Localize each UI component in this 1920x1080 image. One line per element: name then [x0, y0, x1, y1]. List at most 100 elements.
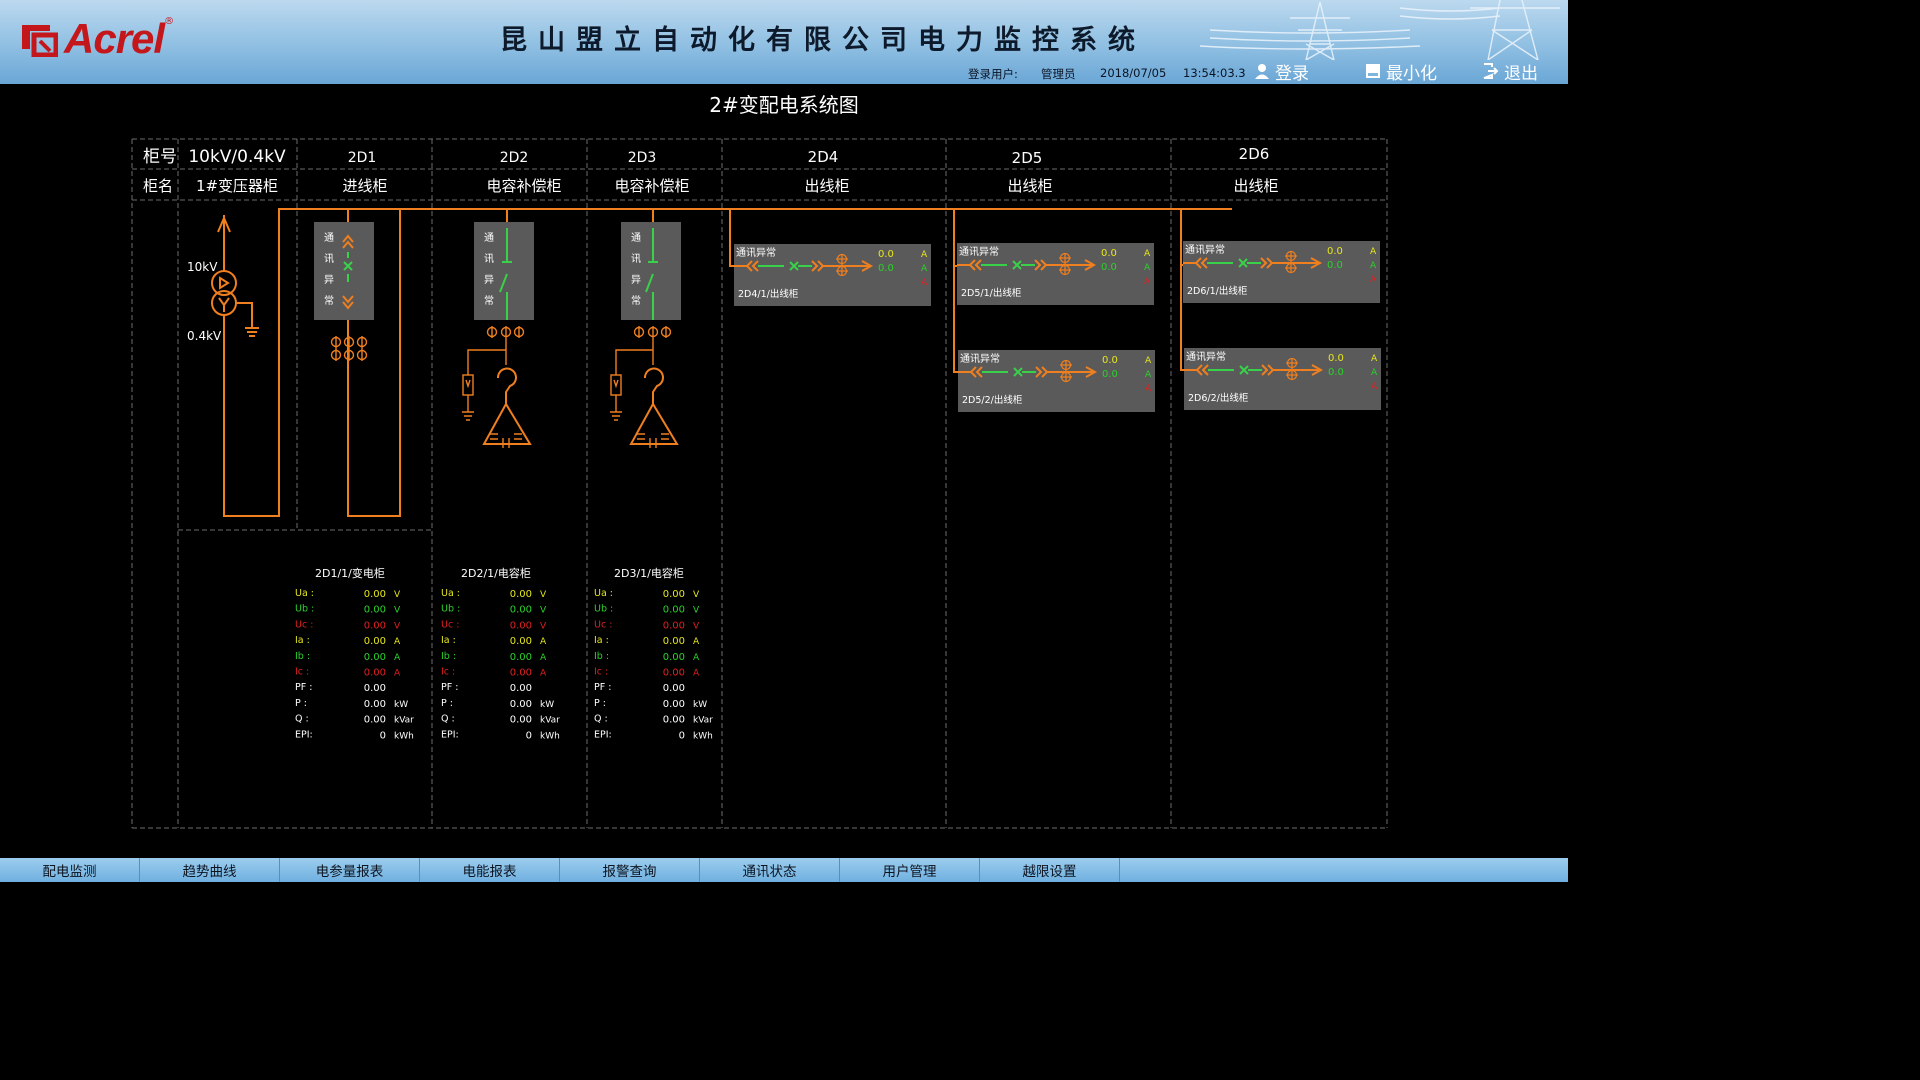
transformer-symbol [211, 208, 400, 517]
meter-param-value: 0.00 [364, 683, 386, 694]
meter-param-unit: A [693, 637, 700, 647]
meter-param-label: P : [441, 698, 453, 709]
cabinet-no-2d1: 2D1 [348, 150, 377, 166]
meter-param-unit: V [540, 621, 547, 631]
cabinet-no-2d2: 2D2 [500, 150, 529, 166]
nav-parameter-report[interactable]: 电参量报表 [280, 858, 420, 882]
nav-user-management[interactable]: 用户管理 [840, 858, 980, 882]
nav-comm-status[interactable]: 通讯状态 [700, 858, 840, 882]
nav-energy-report[interactable]: 电能报表 [420, 858, 560, 882]
comm-status-char: 通 [484, 232, 494, 244]
meter-param-value: 0.00 [364, 620, 386, 631]
meter-param-value: 0.00 [364, 715, 386, 726]
meter-param-label: PF : [441, 682, 458, 693]
feeder-comm-status: 通讯异常 [1186, 350, 1226, 363]
exit-icon [1483, 63, 1499, 79]
meter-param-unit: A [540, 637, 547, 647]
feeder-current-value: 0.0 [878, 263, 894, 274]
login-button-label: 登录 [1275, 63, 1309, 84]
feeder-current-unit: A [1370, 261, 1377, 271]
comm-status-char: 异 [484, 274, 494, 286]
comm-status-char: 讯 [324, 253, 334, 265]
minimize-button[interactable]: 最小化 [1365, 60, 1437, 84]
meter-param-label: Ib : [295, 651, 310, 662]
meter-param-label: PF : [295, 682, 312, 693]
meter-param-label: Ic : [594, 667, 608, 678]
ct-2d1-symbol [330, 336, 368, 361]
meter-param-label: Ia : [441, 635, 456, 646]
meter-param-value: 0.00 [364, 589, 386, 600]
feeder-current-unit: A [1144, 263, 1151, 273]
meter-param-unit: A [394, 653, 401, 663]
capacitor-2d3-symbol [610, 228, 679, 448]
nav-power-monitoring[interactable]: 配电监测 [0, 858, 140, 882]
meter-param-unit: kW [394, 700, 408, 710]
acrel-logo-mark [22, 25, 58, 57]
comm-status-char: 讯 [631, 253, 641, 265]
meter-param-unit: A [540, 653, 547, 663]
minimize-icon [1366, 64, 1380, 78]
feeder-current-unit: A [921, 278, 928, 288]
nav-trend-curve[interactable]: 趋势曲线 [140, 858, 280, 882]
feeder-current-value: 0.0 [1101, 248, 1117, 259]
meter-param-label: Ub : [594, 604, 613, 615]
device-2d2-panel[interactable] [474, 222, 534, 320]
diagram-title: 2#变配电系统图 [709, 93, 859, 117]
feeder-current-unit: A [1144, 277, 1151, 287]
comm-status-char: 通 [631, 232, 641, 244]
meter-param-label: Ib : [594, 651, 609, 662]
comm-status-char: 通 [324, 232, 334, 244]
row-label-cabinet-no: 柜号 [143, 147, 177, 167]
feeder-current-unit: A [1370, 275, 1377, 285]
device-2d3-panel[interactable] [621, 222, 681, 320]
meter-param-value: 0.00 [364, 636, 386, 647]
meter-param-unit: V [540, 606, 547, 616]
login-button[interactable]: 登录 [1254, 60, 1309, 84]
feeder-switch-symbol [958, 359, 1098, 383]
bottom-nav: 配电监测 趋势曲线 电参量报表 电能报表 报警查询 通讯状态 用户管理 越限设置 [0, 858, 1568, 882]
meter-param-value: 0.00 [663, 683, 685, 694]
meter-param-unit: V [693, 621, 700, 631]
cabinet-name-2d4: 出线柜 [804, 177, 849, 195]
meter-param-value: 0.00 [663, 668, 685, 679]
meter-param-value: 0.00 [663, 589, 685, 600]
feeder-current-unit: A [921, 264, 928, 274]
meter-param-value: 0.00 [364, 699, 386, 710]
meter-param-value: 0.00 [510, 668, 532, 679]
meter-param-label: Ua : [295, 588, 314, 599]
meter-param-unit: A [394, 637, 401, 647]
meter-param-label: P : [295, 698, 307, 709]
meter-param-unit: V [693, 606, 700, 616]
meter-param-value: 0.00 [510, 636, 532, 647]
feeder-current-unit: A [1371, 382, 1378, 392]
login-user-name: 管理员 [1041, 67, 1076, 81]
meter-param-label: P : [594, 698, 606, 709]
meter-param-value: 0.00 [663, 652, 685, 663]
meter-param-unit: kVar [693, 716, 713, 726]
feeder-current-value: 0.0 [1328, 353, 1344, 364]
capacitor-2d2-symbol [462, 228, 532, 448]
comm-status-char: 常 [324, 294, 334, 307]
meter-param-label: Q : [441, 714, 455, 725]
device-2d1-panel[interactable] [314, 222, 374, 320]
logo-registered-mark: ® [164, 16, 175, 27]
current-time: 13:54:03.3 [1183, 66, 1246, 80]
feeder-2d5-drop [953, 209, 958, 373]
feeder-current-unit: A [1370, 247, 1377, 257]
feeder-current-unit: A [1371, 354, 1378, 364]
exit-button[interactable]: 退出 [1482, 60, 1538, 84]
nav-alarm-query[interactable]: 报警查询 [560, 858, 700, 882]
nav-limit-settings[interactable]: 越限设置 [980, 858, 1120, 882]
feeder-name: 2D6/2/出线柜 [1188, 392, 1249, 404]
meter-param-unit: kVar [394, 716, 414, 726]
meter-param-unit: kW [693, 700, 707, 710]
login-user-label: 登录用户: [968, 67, 1018, 81]
meter-param-unit: kWh [693, 731, 713, 741]
